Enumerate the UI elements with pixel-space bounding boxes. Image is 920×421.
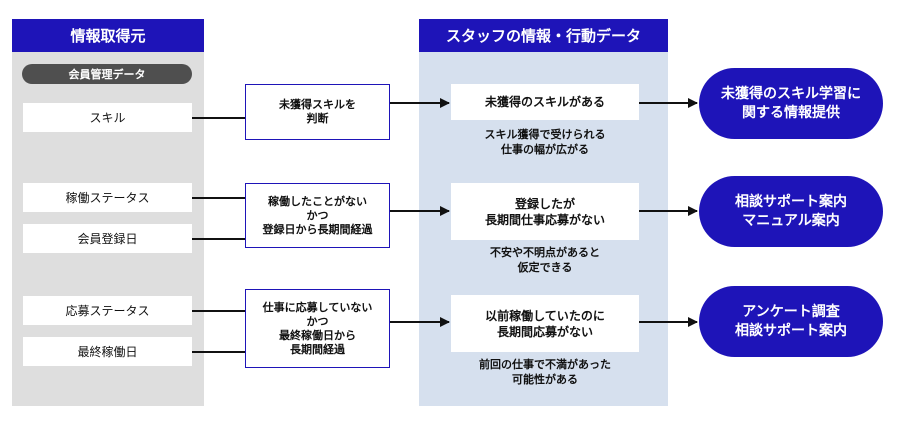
condition-1-line-2: 判断 <box>306 112 329 125</box>
condition-2-line-1: 稼働したことがない <box>268 194 367 208</box>
condition-1-line-1: 未獲得スキルを <box>279 98 356 111</box>
source-skill: スキル <box>23 103 192 132</box>
action-3-line-2: 相談サポート案内 <box>735 322 847 339</box>
status-2-line-2: 長期間仕事応募がない <box>484 212 605 227</box>
source-header: 情報取得元 <box>12 19 204 52</box>
note-2: 不安や不明点があると 仮定できる <box>440 245 650 275</box>
status-1-line-1: 未獲得のスキルがある <box>484 95 605 109</box>
action-2-line-1: 相談サポート案内 <box>735 193 847 210</box>
source-registration-date: 会員登録日 <box>23 224 192 253</box>
note-3: 前回の仕事で不満があった 可能性がある <box>440 357 650 387</box>
status-box-1: 未獲得のスキルがある <box>451 84 639 120</box>
action-skill-learning: 未獲得のスキル学習に 関する情報提供 <box>699 68 883 139</box>
source-work-status: 稼働ステータス <box>23 183 192 212</box>
note-1-line-1: スキル獲得で受けられる <box>484 128 606 141</box>
status-box-3: 以前稼働していたのに 長期間応募がない <box>451 295 639 352</box>
note-2-line-2: 仮定できる <box>517 261 573 274</box>
note-1-line-2: 仕事の幅が広がる <box>501 143 589 156</box>
condition-box-1: 未獲得スキルを 判断 <box>245 84 390 140</box>
condition-3-line-2: かつ <box>306 314 329 328</box>
condition-3-line-1: 仕事に応募していない <box>262 300 373 314</box>
condition-box-3: 仕事に応募していない かつ 最終稼働日から 長期間経過 <box>245 289 390 368</box>
condition-2-line-3: 登録日から長期間経過 <box>262 222 373 236</box>
action-1-line-1: 未獲得のスキル学習に <box>721 85 861 102</box>
source-application-status: 応募ステータス <box>23 296 192 325</box>
action-survey-support: アンケート調査 相談サポート案内 <box>699 286 883 357</box>
note-1: スキル獲得で受けられる 仕事の幅が広がる <box>440 127 650 157</box>
note-2-line-1: 不安や不明点があると <box>490 246 600 259</box>
note-3-line-2: 可能性がある <box>512 373 578 386</box>
action-3-line-1: アンケート調査 <box>742 303 840 320</box>
condition-2-line-2: かつ <box>306 208 329 222</box>
member-data-pill: 会員管理データ <box>22 64 192 84</box>
source-last-work-date: 最終稼働日 <box>23 337 192 366</box>
note-3-line-1: 前回の仕事で不満があった <box>479 358 611 371</box>
condition-box-2: 稼働したことがない かつ 登録日から長期間経過 <box>245 183 390 248</box>
condition-3-line-3: 最終稼働日から <box>279 328 356 342</box>
status-2-line-1: 登録したが <box>514 196 575 211</box>
action-2-line-2: マニュアル案内 <box>742 212 840 229</box>
action-1-line-2: 関する情報提供 <box>742 104 840 121</box>
status-3-line-1: 以前稼働していたのに <box>485 308 605 323</box>
status-3-line-2: 長期間応募がない <box>496 324 593 339</box>
staff-data-header: スタッフの情報・行動データ <box>419 19 668 52</box>
condition-3-line-4: 長期間経過 <box>290 342 345 356</box>
action-support-manual: 相談サポート案内 マニュアル案内 <box>699 176 883 247</box>
status-box-2: 登録したが 長期間仕事応募がない <box>451 183 639 240</box>
